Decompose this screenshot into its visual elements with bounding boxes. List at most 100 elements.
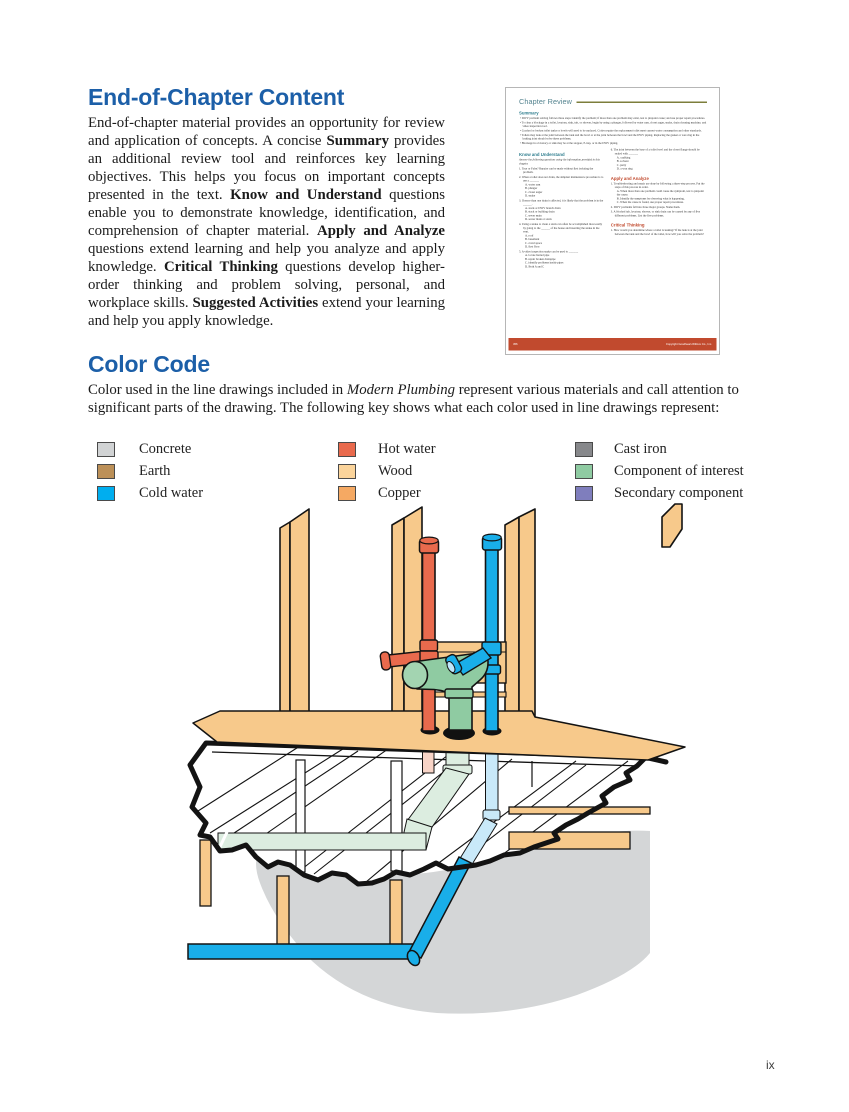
summary-bullet: • Cracked or broken toilet tanks or bowl…	[520, 129, 702, 133]
legend-item: Cold water	[97, 482, 203, 504]
legend-item: Wood	[338, 460, 436, 482]
thumbnail-page-number: 456	[513, 342, 518, 346]
color-swatch	[575, 485, 593, 501]
hidden-post-outline	[295, 759, 306, 873]
answer-option: A. locate buried pipe	[525, 254, 550, 258]
know-questions: 1. True or False? Repairs can be made wi…	[519, 167, 604, 269]
question: 1. How would you determine where a toile…	[610, 229, 704, 236]
answer-option: D. Both A and C	[525, 265, 545, 269]
color-code-paragraph: Color used in the line drawings included…	[88, 381, 780, 417]
answer-option: D. snake	[525, 194, 536, 198]
drain-hub	[444, 688, 474, 699]
pipe-end-cap	[379, 651, 392, 671]
cutaway-interior	[197, 745, 646, 883]
hidden-post-outline	[390, 760, 403, 872]
thumbnail-right-column: 6. The joint between the base of a toile…	[611, 148, 707, 269]
legend-label: Copper	[378, 484, 421, 501]
wall-studs	[279, 503, 683, 720]
legend-label: Concrete	[139, 440, 192, 457]
know-questions-continued: 6. The joint between the base of a toile…	[611, 149, 707, 172]
question: 2. DWV problems fall into three major gr…	[610, 205, 681, 209]
thumbnail-copyright: Copyright Goodheart-Willcox Co., Inc.	[665, 342, 712, 346]
answer-option: A. caulking	[616, 156, 631, 160]
legend-label: Hot water	[378, 440, 436, 457]
answer-option: B. Identify the symptoms by observing wh…	[616, 197, 685, 201]
answer-option: A. When more than one problem could caus…	[616, 189, 704, 197]
answer-option: D. sewer main or stack	[525, 218, 552, 222]
answer-option: C. sewer main	[525, 214, 542, 218]
color-swatch	[97, 485, 115, 501]
cold-water-pipe	[481, 533, 503, 732]
text-segment: represent various materials and call att…	[88, 382, 739, 416]
drain-assembly	[401, 652, 489, 731]
pipe-end-cap	[406, 949, 421, 967]
answer-option: C. crawl space	[525, 241, 542, 245]
text-segment: questions enable you to demonstrate know…	[88, 187, 445, 239]
page-number: ix	[766, 1058, 775, 1072]
question: 5. A video inspection snake can be used …	[519, 250, 579, 254]
apply-heading: Apply and Analyze	[610, 175, 649, 181]
legend-item: Copper	[338, 482, 436, 504]
faded-drain-horizontal	[217, 832, 427, 851]
wood-board	[508, 831, 631, 850]
summary-bullet: • Toilets may leak at the joint between …	[520, 133, 700, 141]
summary-bullets: • DWV problem solving follows three step…	[519, 117, 707, 146]
answer-option: A. stack or DWV branch drain	[525, 206, 561, 210]
thumbnail-footer-bar: 456 Copyright Goodheart-Willcox Co., Inc…	[508, 338, 717, 351]
text-segment: Summary	[326, 133, 389, 149]
end-of-chapter-paragraph: End-of-chapter material provides an oppo…	[88, 114, 445, 330]
floor-deck	[192, 710, 686, 761]
question: 3. A blocked tub, lavatory, shower, or s…	[610, 210, 701, 218]
question: 2. When a toilet does not drain, the sim…	[519, 175, 604, 183]
answer-option: C. identify problems inside pipes	[525, 261, 564, 265]
drain-open-end	[401, 660, 429, 690]
legend-label: Component of interest	[614, 462, 744, 479]
wood-stud	[518, 508, 536, 720]
wood-strip	[508, 806, 651, 815]
text-segment: Critical Thinking	[163, 259, 278, 275]
plumbing-illustration	[187, 503, 686, 1014]
know-intro: Answer the following questions using the…	[519, 158, 600, 166]
summary-bullet: • To clear a blockage in a toilet, lavat…	[520, 121, 707, 129]
legend-label: Wood	[378, 462, 413, 479]
wood-post	[199, 839, 212, 907]
color-swatch	[575, 441, 593, 457]
summary-bullet: • Blockage in a lavatory or sink may be …	[520, 141, 619, 145]
legend-item: Cast iron	[575, 438, 744, 460]
summary-heading: Summary	[519, 110, 539, 116]
answer-option: B. basement	[525, 238, 540, 242]
answer-option: A. water ram	[525, 183, 541, 187]
wood-stud-top	[661, 503, 683, 548]
question: 4. Using a snake to clean a stack can of…	[519, 222, 603, 234]
chapter-review-thumbnail: Chapter Review Summary • DWV problem sol…	[505, 87, 720, 355]
question: 1. True or False? Repairs can be made wi…	[519, 167, 594, 175]
question: 3. If more than one drain is affected, i…	[519, 199, 604, 207]
color-swatch	[97, 441, 115, 457]
answer-option: A. roof	[525, 234, 534, 238]
faded-cold-water-pipe	[485, 747, 499, 813]
legend-label: Cast iron	[614, 440, 667, 457]
text-segment: Suggested Activities	[192, 295, 319, 311]
thumbnail-title: Chapter Review	[519, 98, 572, 106]
answer-option: D. first floor	[525, 245, 540, 249]
answer-option: B. plunger	[525, 187, 538, 191]
chapter-review-page: Chapter Review Summary • DWV problem sol…	[506, 88, 719, 354]
legend-item: Concrete	[97, 438, 203, 460]
answer-option: C. closet auger	[525, 190, 543, 194]
text-segment: Color used in the line drawings included…	[88, 382, 347, 398]
apply-questions: 1. Troubleshooting and repair are done b…	[611, 182, 707, 218]
wood-stud	[391, 517, 405, 716]
answer-option: C. putty	[616, 163, 627, 167]
question: 6. The joint between the base of a toile…	[610, 148, 700, 156]
color-swatch	[338, 463, 356, 479]
color-swatch	[97, 463, 115, 479]
pipe-coupling	[419, 639, 439, 652]
text-segment: Know and Understand	[230, 187, 382, 203]
legend-label: Secondary component	[614, 484, 744, 501]
color-code-title: Color Code	[88, 351, 210, 377]
answer-option: C. When the cause is found, use proper r…	[616, 201, 684, 205]
crawlspace-framing	[199, 806, 651, 947]
legend-label: Earth	[139, 462, 171, 479]
